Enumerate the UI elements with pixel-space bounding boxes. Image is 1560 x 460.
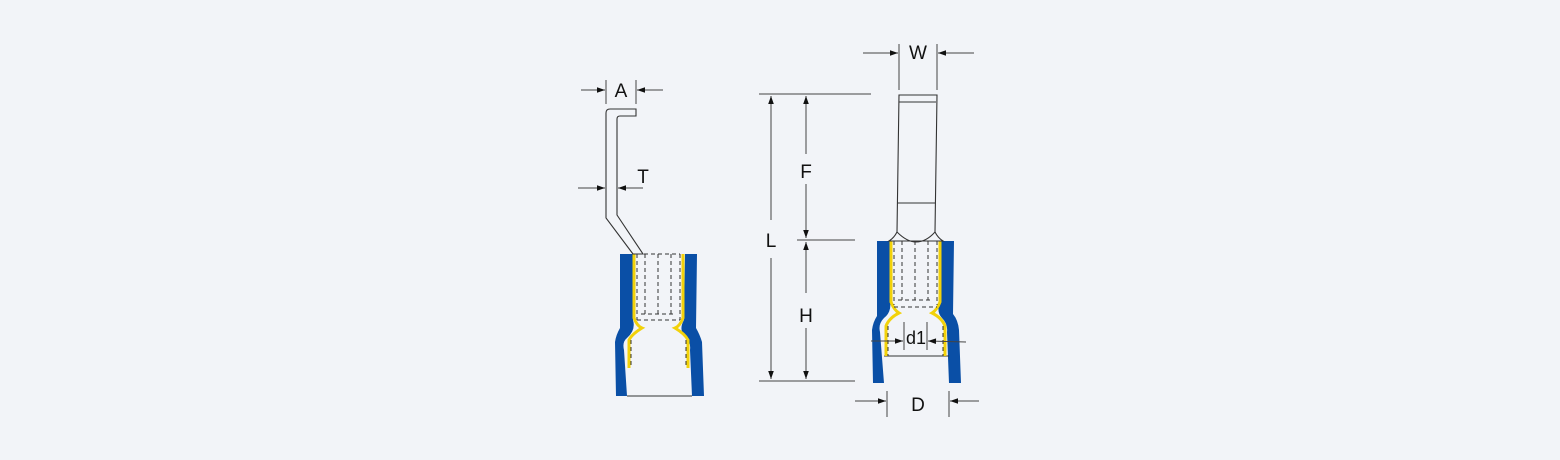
label-d1: d1 (906, 328, 926, 348)
label-A: A (615, 81, 628, 102)
dimension-L: L (766, 96, 777, 379)
label-D: D (911, 395, 925, 416)
front-yellow-sleeve-left (884, 241, 903, 356)
side-flag-tongue (605, 108, 645, 255)
pin-base-curve (896, 231, 936, 243)
dimension-F: F (800, 96, 812, 238)
label-T: T (637, 167, 649, 188)
dimension-A: A (581, 80, 663, 104)
side-yellow-sleeve-right (671, 254, 690, 368)
dimension-T: T (578, 167, 649, 191)
front-view: W L F H d1 (759, 43, 979, 417)
dimension-H: H (799, 242, 813, 379)
side-yellow-sleeve-left (627, 254, 646, 368)
label-W: W (909, 43, 927, 64)
side-barrel-hidden-lines (630, 253, 687, 368)
front-yellow-sleeve-right (928, 241, 947, 356)
dimension-D: D (855, 391, 979, 417)
side-insulation (615, 254, 704, 397)
front-pin (887, 94, 945, 242)
front-insulation (872, 241, 961, 383)
dimension-d1: d1 (871, 322, 967, 350)
label-L: L (766, 231, 777, 252)
label-H: H (799, 306, 813, 327)
side-view: A T (578, 80, 704, 397)
label-F: F (800, 162, 812, 183)
dimension-W: W (863, 43, 974, 90)
